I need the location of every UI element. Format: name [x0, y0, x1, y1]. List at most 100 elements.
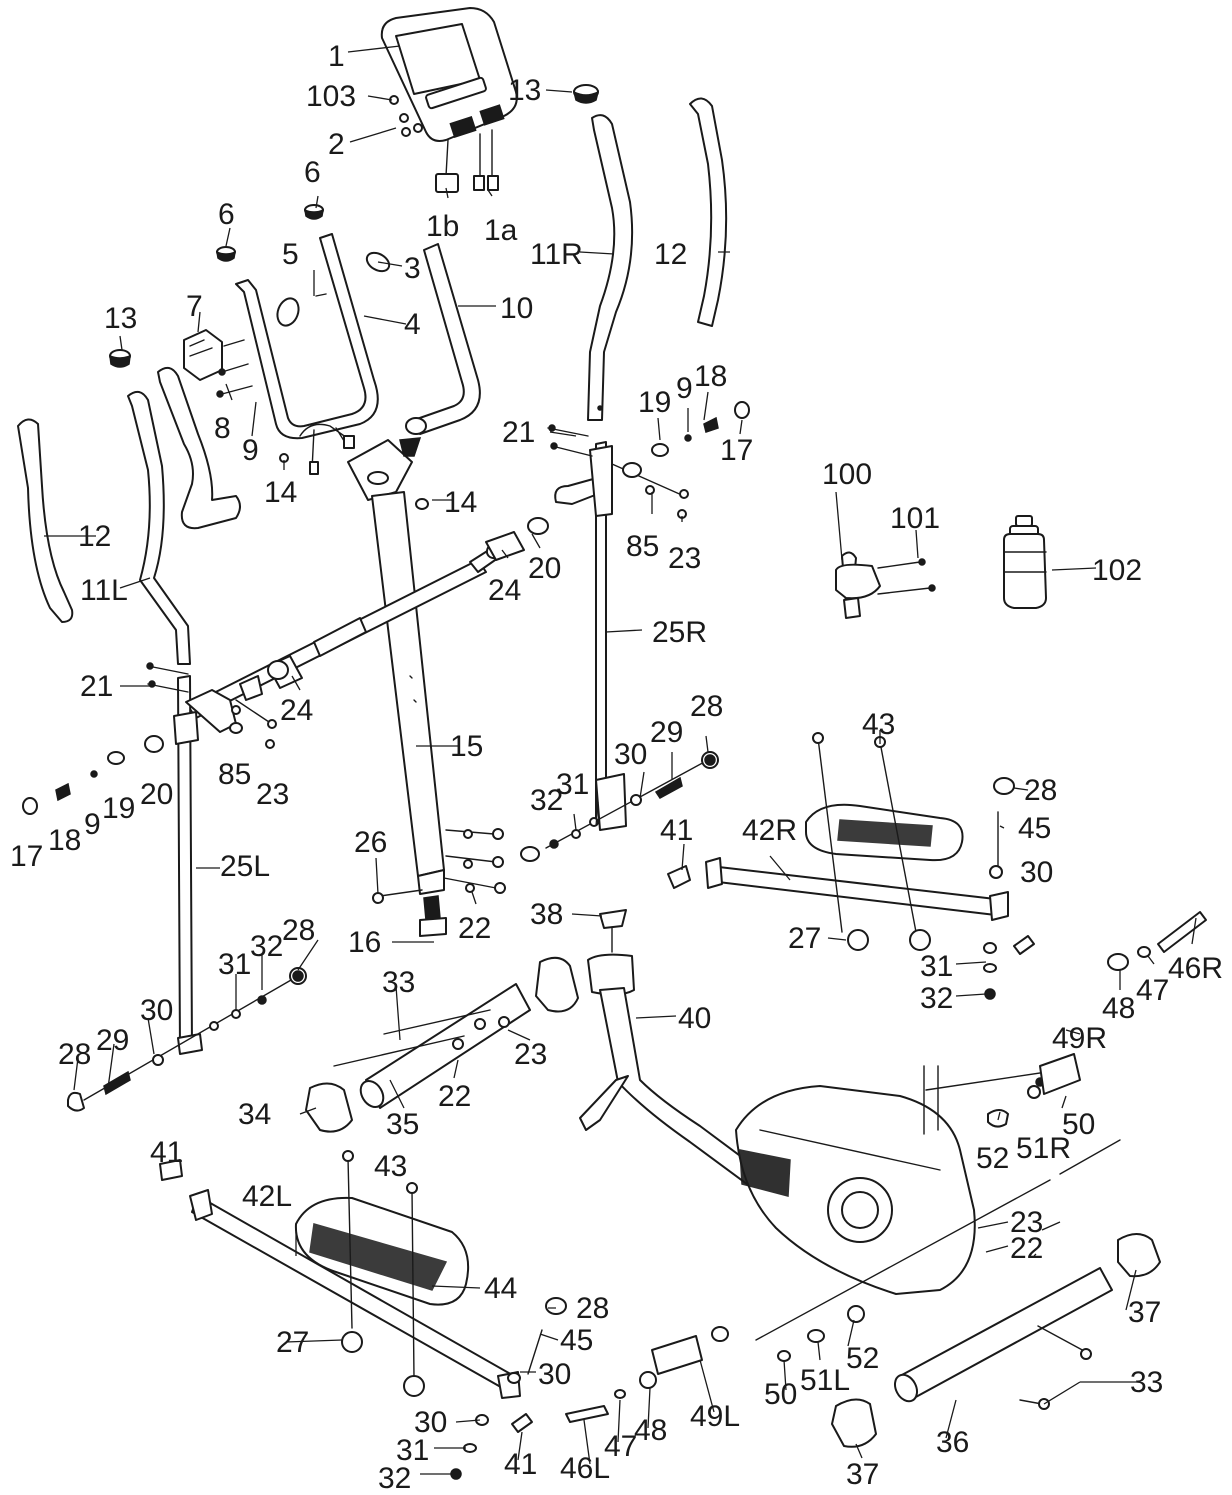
- post-bolts: [372, 828, 506, 904]
- label-23: 23: [1010, 1206, 1043, 1239]
- label-21: 21: [502, 416, 535, 449]
- label-85: 85: [626, 530, 659, 563]
- label-52: 52: [846, 1342, 879, 1375]
- label-30: 30: [1020, 856, 1053, 889]
- label-23: 23: [668, 542, 701, 575]
- label-22: 22: [1010, 1232, 1043, 1265]
- label-36: 36: [936, 1426, 969, 1459]
- label-103: 103: [306, 80, 356, 113]
- label-13: 13: [104, 302, 137, 335]
- label-43: 43: [374, 1150, 407, 1183]
- label-19: 19: [638, 386, 671, 419]
- left-arm-hardware: [22, 662, 277, 815]
- pulse-wires: [299, 423, 355, 475]
- label-1a: 1a: [484, 214, 518, 247]
- handlebar-bolts: [216, 293, 327, 463]
- label-18: 18: [48, 824, 81, 857]
- label-15: 15: [450, 730, 483, 763]
- label-49R: 49R: [1052, 1022, 1107, 1055]
- left-arm-lower-hardware: [67, 967, 307, 1112]
- label-42R: 42R: [742, 814, 797, 847]
- label-11R: 11R: [530, 238, 583, 271]
- label-52: 52: [976, 1142, 1009, 1175]
- label-44: 44: [484, 1272, 517, 1305]
- water-bottle: [1003, 515, 1047, 609]
- leader-lines: [44, 45, 1197, 1475]
- label-6: 6: [218, 198, 235, 231]
- label-41: 41: [150, 1136, 183, 1169]
- label-21: 21: [80, 670, 113, 703]
- label-30: 30: [140, 994, 173, 1027]
- label-32: 32: [250, 930, 283, 963]
- bottle-holder: [835, 551, 936, 619]
- label-35: 35: [386, 1108, 419, 1141]
- label-51R: 51R: [1016, 1132, 1071, 1165]
- right-arm-hardware: [547, 401, 750, 519]
- label-42L: 42L: [242, 1180, 292, 1213]
- label-20: 20: [140, 778, 173, 811]
- right-lower-arm: [554, 441, 627, 831]
- main-post: [347, 437, 447, 937]
- label-13: 13: [508, 74, 541, 107]
- label-4: 4: [404, 308, 421, 341]
- grip-rings: [276, 251, 391, 327]
- label-37: 37: [1128, 1296, 1161, 1329]
- label-33: 33: [382, 966, 415, 999]
- label-8: 8: [214, 412, 231, 445]
- label-23: 23: [256, 778, 289, 811]
- end-cap-13-top: [572, 84, 600, 104]
- label-28: 28: [58, 1038, 91, 1071]
- label-49L: 49L: [690, 1400, 740, 1433]
- label-14: 14: [444, 486, 477, 519]
- label-5: 5: [282, 238, 299, 271]
- label-20: 20: [528, 552, 561, 585]
- label-100: 100: [822, 458, 872, 491]
- label-29: 29: [96, 1024, 129, 1057]
- label-32: 32: [920, 982, 953, 1015]
- label-41: 41: [504, 1448, 537, 1481]
- label-1b: 1b: [426, 210, 459, 243]
- pivot-axle: [187, 517, 549, 719]
- left-handle-grip: [17, 418, 74, 623]
- label-32: 32: [378, 1462, 411, 1495]
- label-45: 45: [1018, 812, 1051, 845]
- label-1: 1: [328, 40, 345, 73]
- left-handle-grip-2: [157, 366, 241, 530]
- label-23: 23: [514, 1038, 547, 1071]
- label-9: 9: [84, 808, 101, 841]
- label-102: 102: [1092, 554, 1142, 587]
- label-48: 48: [1102, 992, 1135, 1025]
- left-upper-arm: [127, 390, 191, 665]
- label-11L: 11L: [80, 574, 128, 607]
- label-18: 18: [694, 360, 727, 393]
- label-28: 28: [690, 690, 723, 723]
- label-22: 22: [458, 912, 491, 945]
- label-6: 6: [304, 156, 321, 189]
- label-32: 32: [530, 784, 563, 817]
- left-pedal-arm: [189, 1189, 521, 1399]
- right-upper-arm: [587, 114, 634, 421]
- label-25L: 25L: [220, 850, 270, 883]
- label-43: 43: [862, 708, 895, 741]
- label-27: 27: [276, 1326, 309, 1359]
- label-24: 24: [280, 694, 313, 727]
- label-46L: 46L: [560, 1452, 610, 1485]
- label-17: 17: [720, 434, 753, 467]
- label-14: 14: [264, 476, 297, 509]
- label-22: 22: [438, 1080, 471, 1113]
- label-47: 47: [604, 1430, 637, 1463]
- right-handle-grip: [689, 97, 728, 327]
- label-16: 16: [348, 926, 381, 959]
- label-9: 9: [242, 434, 259, 467]
- label-27: 27: [788, 922, 821, 955]
- label-34: 34: [238, 1098, 271, 1131]
- label-30: 30: [614, 738, 647, 771]
- label-19: 19: [102, 792, 135, 825]
- label-30: 30: [414, 1406, 447, 1439]
- label-47: 47: [1136, 974, 1169, 1007]
- right-pedal-hardware: [667, 732, 1035, 1000]
- label-30: 30: [538, 1358, 571, 1391]
- label-38: 38: [530, 898, 563, 931]
- left-lower-arm: [173, 675, 237, 1055]
- label-28: 28: [1024, 774, 1057, 807]
